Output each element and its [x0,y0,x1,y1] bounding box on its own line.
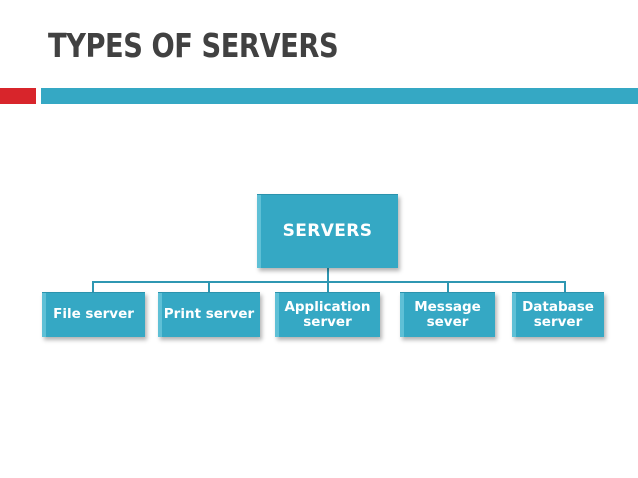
node-servers-label: SERVERS [282,220,373,241]
node-database-server: Database server [512,292,604,337]
node-application-server-label: Application server [284,298,371,330]
connector-horizontal-bus [92,281,566,283]
connector-drop-print-server [208,281,210,293]
node-servers: SERVERS [257,194,398,268]
connector-root-stem [327,268,329,282]
node-database-server-label: Database server [522,298,594,330]
connector-drop-database-server [564,281,566,293]
accent-bar-red [0,88,36,104]
connector-drop-message-server [447,281,449,293]
accent-bar-teal [41,88,638,104]
page-title: TYPES OF SERVERS [48,26,339,65]
node-file-server-label: File server [53,306,134,323]
node-message-server-label: Message sever [414,298,481,330]
connector-drop-application-server [327,281,329,293]
node-message-server: Message sever [400,292,495,337]
node-file-server: File server [42,292,145,337]
connector-drop-file-server [92,281,94,293]
node-application-server: Application server [275,292,380,337]
node-print-server: Print server [158,292,260,337]
node-print-server-label: Print server [163,306,255,323]
